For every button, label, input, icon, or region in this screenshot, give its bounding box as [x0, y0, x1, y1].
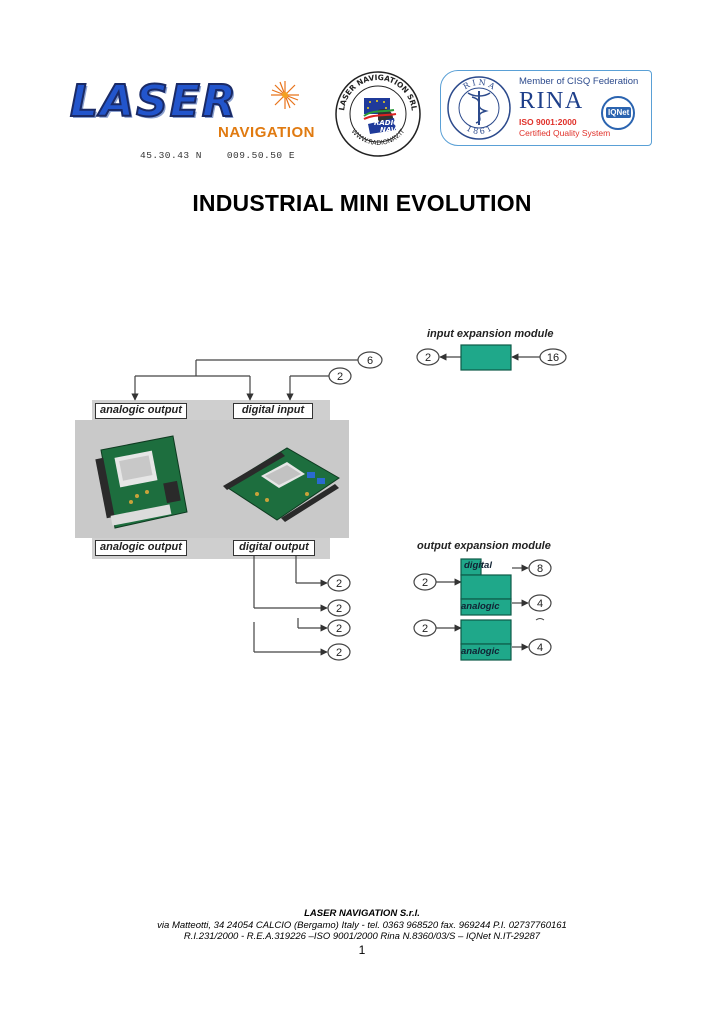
count-circle-outmod-in-1	[413, 573, 437, 591]
laser-logo-word: LASER	[69, 76, 238, 127]
count-circle-digital-input	[328, 367, 352, 385]
count-circle-dout-4	[327, 643, 351, 661]
laser-logo-subtitle: NAVIGATION	[218, 124, 315, 141]
outmod-analogic-label-1: analogic	[461, 601, 500, 612]
outmod-digital-label: digital	[464, 560, 492, 571]
footer-address: via Matteotti, 34 24054 CALCIO (Bergamo)…	[157, 920, 567, 931]
label-analogic-output-top: analogic output	[95, 403, 187, 419]
gps-coordinates: 45.30.43 N 009.50.50 E	[140, 150, 296, 161]
count-outmod-in-2: 2	[422, 623, 428, 635]
label-digital-input: digital input	[233, 403, 313, 419]
laser-star-icon	[271, 81, 299, 109]
rina-seal: R I N A 1 8 6 1	[447, 76, 511, 140]
label-analogic-output-bottom: analogic output	[95, 540, 187, 556]
count-outmod-out-2: 4	[537, 598, 543, 610]
board-photo-right	[223, 447, 340, 522]
rina-seal-top: R I N A	[462, 78, 497, 92]
seal-center-line2: NAV	[380, 126, 397, 134]
seal-center-line1: RADIO	[374, 119, 399, 127]
count-circle-outmod-out-1	[528, 559, 552, 577]
count-dout-3: 2	[336, 623, 342, 635]
count-top: 6	[367, 355, 373, 367]
count-inmod-out: 2	[425, 352, 431, 364]
iqnet-label: IQNet	[606, 107, 632, 118]
footer-registration: R.I.231/2000 - R.E.A.319226 –ISO 9001/20…	[183, 931, 541, 942]
count-circle-top	[357, 351, 383, 369]
count-dout-4: 2	[336, 647, 342, 659]
footer-company: LASER NAVIGATION S.r.l.	[304, 908, 420, 919]
count-digital-input: 2	[337, 371, 343, 383]
radionav-seal: LASER NAVIGATION SRL WWW.RADIONAV.IT RAD…	[335, 71, 421, 157]
svg-text:R I N A: R I N A	[462, 78, 497, 92]
count-dout-1: 2	[336, 578, 342, 590]
count-circle-dout-2	[327, 599, 351, 617]
laser-navigation-logo: LASER NAVIGATION	[69, 76, 314, 145]
input-module-block	[460, 344, 512, 371]
rina-member-text: Member of CISQ Federation	[519, 76, 639, 87]
outmod-digital-block-1	[460, 574, 512, 600]
input-module-title: input expansion module	[427, 328, 554, 340]
board-photos	[75, 420, 349, 538]
rina-wordmark: RINA	[519, 88, 584, 114]
rina-certification-panel: R I N A 1 8 6 1 Member of CISQ Federatio…	[440, 70, 652, 146]
rina-seal-year: 1 8 6 1	[465, 124, 493, 136]
count-circle-outmod-out-3	[528, 638, 552, 656]
outmod-analogic-label-2: analogic	[461, 646, 500, 657]
page-number: 1	[358, 943, 366, 957]
rina-cert-text: Certified Quality System	[519, 128, 611, 138]
iqnet-badge: IQNet	[601, 96, 635, 130]
count-circle-inmod-out	[416, 348, 440, 366]
count-circle-outmod-in-2	[413, 619, 437, 637]
count-circle-inmod-in	[539, 348, 567, 366]
label-digital-output: digital output	[233, 540, 315, 556]
output-module-title: output expansion module	[417, 540, 551, 552]
count-inmod-in: 16	[547, 352, 559, 364]
outmod-digital-block-2	[460, 619, 512, 645]
count-circle-dout-1	[327, 574, 351, 592]
count-outmod-in-1: 2	[422, 577, 428, 589]
count-circle-outmod-out-2	[528, 594, 552, 612]
rina-iso-text: ISO 9001:2000	[519, 117, 577, 127]
count-outmod-out-1: 8	[537, 563, 543, 575]
board-photo-left	[95, 435, 188, 529]
count-circle-dout-3	[327, 619, 351, 637]
count-outmod-out-3: 4	[537, 642, 543, 654]
svg-text:1 8 6 1: 1 8 6 1	[465, 124, 493, 136]
document-title: INDUSTRIAL MINI EVOLUTION	[192, 190, 532, 216]
count-dout-2: 2	[336, 603, 342, 615]
